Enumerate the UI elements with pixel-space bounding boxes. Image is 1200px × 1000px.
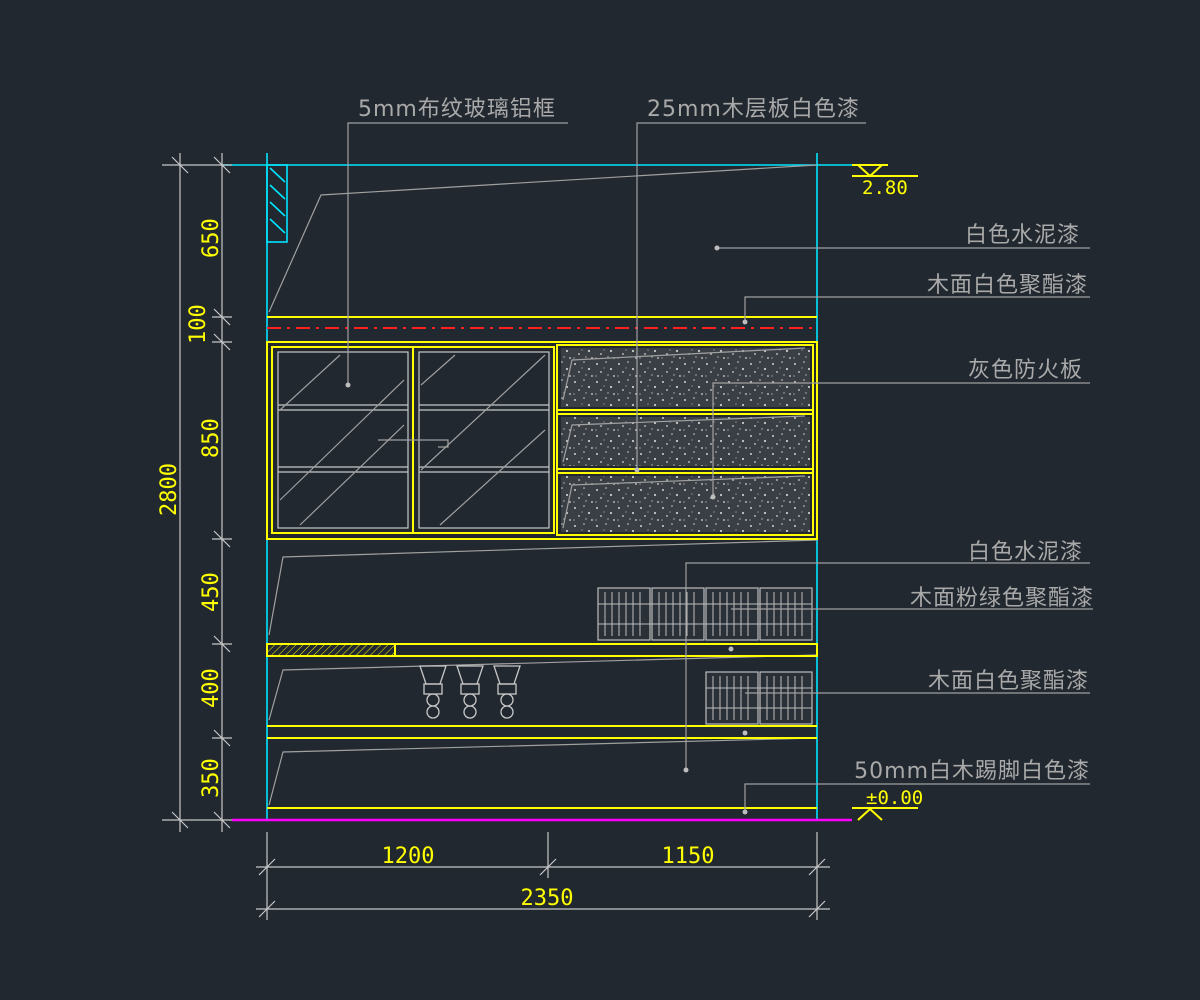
label-pink-green-polyester: 木面粉绿色聚酯漆 <box>910 586 1094 611</box>
top-band <box>267 316 817 329</box>
label-white-cement-paint-2: 白色水泥漆 <box>968 540 1083 565</box>
dim-h-1200: 1200 <box>382 844 435 869</box>
vertical-dimensions <box>162 153 232 832</box>
level-marker-bottom: ±0.00 <box>852 787 923 821</box>
level-top-value: 2.80 <box>862 177 908 199</box>
dim-v-350: 350 <box>199 758 224 798</box>
glass-doors <box>277 351 550 529</box>
leader-dots <box>345 245 748 815</box>
book-group-lower <box>705 671 813 725</box>
dim-v-650: 650 <box>199 218 224 258</box>
label-glass-frame: 5mm布纹玻璃铝框 <box>358 97 556 122</box>
dim-v-850: 850 <box>199 418 224 458</box>
label-white-polyester-1: 木面白色聚酯漆 <box>927 273 1088 298</box>
shelves <box>266 643 818 809</box>
book-group-upper <box>597 587 813 641</box>
wall-hatch-strokes <box>268 164 818 806</box>
label-skirting: 50mm白木踢脚白色漆 <box>854 759 1090 784</box>
label-shelf-board: 25mm木层板白色漆 <box>647 97 860 122</box>
label-grey-fire-board: 灰色防火板 <box>968 358 1083 383</box>
dim-h-1150: 1150 <box>662 844 715 869</box>
dim-total-width: 2350 <box>521 886 574 911</box>
dim-v-100: 100 <box>186 304 211 344</box>
vase-group <box>419 665 521 719</box>
dim-v-400: 400 <box>199 668 224 708</box>
label-white-cement-paint-1: 白色水泥漆 <box>965 223 1080 248</box>
leader-lines <box>347 122 1093 812</box>
level-marker-top: 2.80 <box>852 164 918 199</box>
horizontal-dimensions <box>256 832 830 920</box>
dim-total-height: 2800 <box>157 463 182 516</box>
dim-v-450: 450 <box>199 572 224 612</box>
fire-board-panels <box>561 347 810 532</box>
label-white-polyester-2: 木面白色聚酯漆 <box>928 669 1089 694</box>
cabinet-frame <box>266 341 818 540</box>
level-bottom-value: ±0.00 <box>866 787 923 809</box>
